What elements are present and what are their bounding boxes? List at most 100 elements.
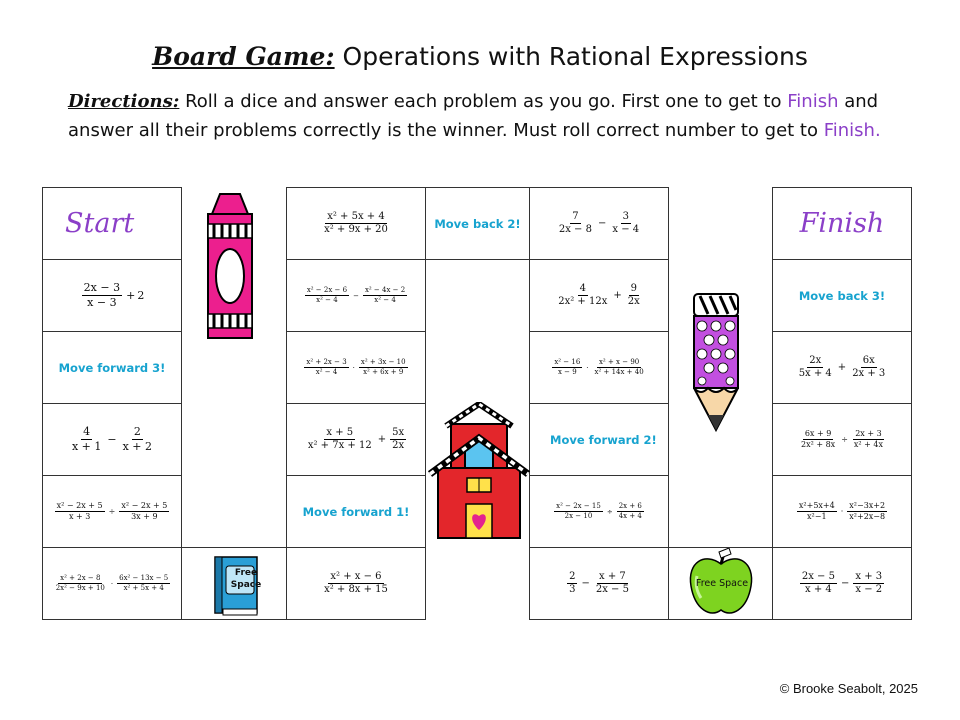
p2-op: − [107,433,117,446]
move-back-2-space: Move back 2! [425,187,530,260]
p6-den1: x² − 4 [316,296,338,304]
p9-num: x² + x − 6 [328,571,384,584]
crayon-icon [207,193,253,339]
p11-den1: 2x² + 12x [558,296,608,307]
p16-den1: 2x² + 8x [800,440,836,449]
apple-icon [689,547,752,614]
p16-op: ÷ [841,435,848,444]
p9-den: x² + 8x + 15 [324,584,388,595]
p13-den1: 2x − 10 [564,512,593,520]
p18-num1: 2x − 5 [799,571,837,584]
book-icon [214,555,258,615]
p3-op: ÷ [108,507,116,516]
p8-op: + [377,434,387,445]
p2-den1: x + 1 [71,440,102,453]
copyright: © Brooke Seabolt, 2025 [779,681,918,696]
p13-den2: 4x + 4 [618,512,642,520]
p4-den2: x² + 5x + 4 [123,584,164,592]
p13-op: ÷ [606,507,613,516]
p1-den: x − 3 [87,296,117,309]
p7-num2: x² + 3x − 10 [358,358,408,368]
p15-num2: 6x [860,355,877,368]
p3-num1: x² − 2x + 5 [54,501,105,512]
directions-finish-2: Finish. [823,119,881,141]
p2-num1: 4 [81,425,93,440]
move-forward-3-space: Move forward 3! [42,331,182,404]
finish-space: Finish [772,187,912,260]
p7-den2: x² + 6x + 9 [363,368,404,376]
p12-den1: x − 9 [557,368,577,376]
p10-den1: 2x − 8 [558,224,592,235]
p14-num2: x + 7 [597,571,628,584]
p12-den2: x² + 14x + 40 [594,368,644,376]
p8-num1: x + 5 [324,427,356,440]
p16-num1: 6x + 9 [802,429,834,440]
p5-num: x² + 5x + 4 [325,211,387,224]
p10-num1: 7 [570,211,581,224]
pencil-icon [693,293,739,433]
p16-num2: 2x + 3 [853,429,884,440]
title-rest: Operations with Rational Expressions [334,42,808,71]
p14-op: − [581,578,590,589]
directions-finish-1: Finish [787,91,839,112]
p17-op: · [840,507,844,516]
p18-den1: x + 4 [805,584,832,595]
p7-den1: x² − 4 [315,368,338,376]
move-forward-1-label: Move forward 1! [302,504,410,519]
p11-num2: 9 [628,283,639,296]
p1-num: 2x − 3 [81,281,123,296]
p2-den2: x + 2 [122,440,153,453]
directions: Directions: Roll a dice and answer each … [68,88,908,145]
title-lead: Board Game: [152,42,335,71]
move-forward-2-label: Move forward 2! [550,432,657,447]
free-space-book [181,547,287,620]
move-forward-2-space: Move forward 2! [529,403,669,476]
page-title: Board Game: Operations with Rational Exp… [0,42,960,71]
p4-den1: 2x² − 9x + 10 [55,584,105,592]
p7-num1: x² + 2x − 3 [304,358,349,368]
p8-den1: x² + 7x + 12 [307,440,372,451]
p3-den2: 3x + 9 [131,512,158,521]
p15-op: + [837,362,847,373]
directions-text-1: Roll a dice and answer each problem as y… [179,91,782,112]
move-back-2-label: Move back 2! [434,216,521,231]
directions-text-2: and answer all their problems correctly … [68,91,879,141]
p4-op: · [110,579,114,588]
move-forward-1-space: Move forward 1! [286,475,426,548]
p3-den1: x + 3 [68,512,91,521]
p16-den2: x² + 4x [853,440,883,449]
free-space-apple-label: Free Space [695,578,749,589]
p15-num1: 2x [807,355,824,368]
start-space: Start [42,187,182,260]
p1-tail: 2 [137,289,145,302]
p12-num1: x² − 16 [552,358,583,368]
p17-num2: x²−3x+2 [847,501,888,512]
p2-num2: 2 [131,425,143,440]
p8-num2: 5x [390,427,407,440]
p6-op: − [353,291,359,300]
p18-den2: x − 2 [855,584,883,595]
p4-num2: 6x² − 13x − 5 [117,574,171,584]
p17-den2: x²+2x−8 [849,512,886,521]
p17-num1: x²+5x+4 [796,501,837,512]
p11-op: + [613,290,622,301]
p12-num2: x² + x − 90 [596,358,642,368]
p12-op: · [586,363,589,372]
p18-num2: x + 3 [853,571,885,584]
p10-den2: x − 4 [612,224,640,235]
finish-label: Finish [799,208,885,239]
